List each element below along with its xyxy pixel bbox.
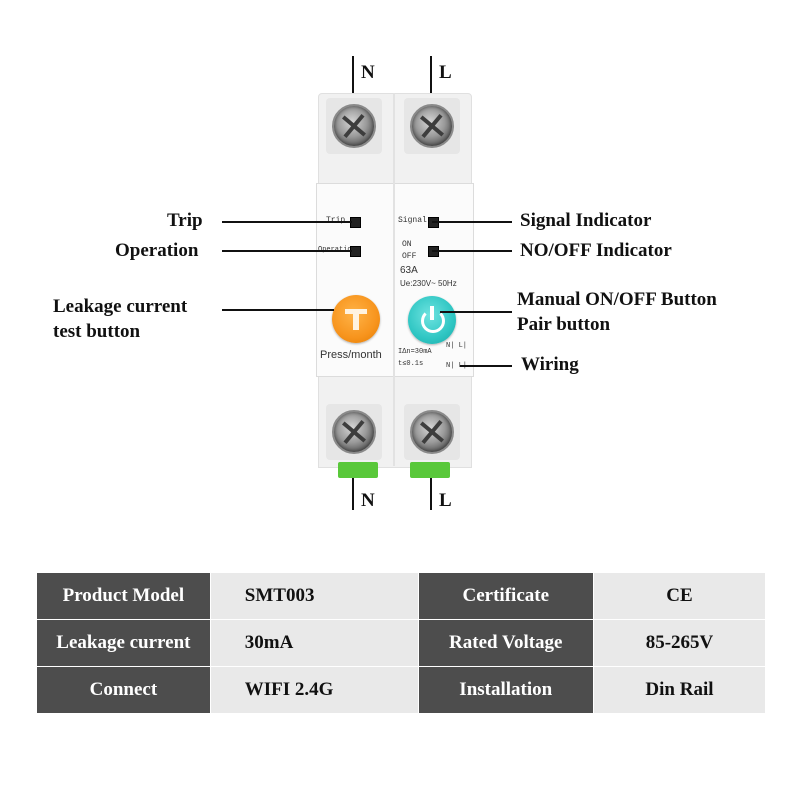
- device-voltage: Ue:230V~ 50Hz: [400, 279, 457, 288]
- leakage-leader: [222, 309, 334, 311]
- table-row: Product Model SMT003 Certificate CE: [36, 572, 767, 620]
- leakage-callout-line1: Leakage current: [53, 296, 188, 317]
- trip-callout: Trip: [167, 210, 203, 231]
- spec-value: SMT003: [209, 572, 419, 620]
- device-time-spec: t≤0.1s: [398, 360, 424, 368]
- device-rating: 63A: [400, 265, 418, 276]
- spec-key: Product Model: [36, 572, 211, 620]
- wiring-leader: [460, 365, 512, 367]
- spec-key: Connect: [36, 666, 211, 714]
- wiring-callout: Wiring: [521, 354, 579, 375]
- spec-table: Product Model SMT003 Certificate CE Leak…: [36, 572, 767, 714]
- top-right-screw-icon[interactable]: [410, 104, 454, 148]
- spec-key: Leakage current: [36, 619, 211, 667]
- manual-leader: [440, 311, 512, 313]
- spec-key: Installation: [417, 666, 594, 714]
- trip-led: [350, 217, 361, 228]
- operation-led: [350, 246, 361, 257]
- signal-leader: [432, 221, 512, 223]
- bottom-n-label: N: [361, 490, 375, 511]
- bottom-right-screw-icon[interactable]: [410, 410, 454, 454]
- pole-divider: [393, 93, 395, 466]
- table-row: Leakage current 30mA Rated Voltage 85-26…: [36, 619, 767, 667]
- top-n-label: N: [361, 62, 375, 83]
- leakage-test-button[interactable]: [332, 295, 380, 343]
- operation-callout: Operation: [115, 240, 199, 261]
- top-n-leader: [352, 56, 354, 128]
- device-press-label: Press/month: [320, 349, 382, 361]
- left-terminal-block: [338, 462, 378, 478]
- table-row: Connect WIFI 2.4G Installation Din Rail: [36, 666, 767, 714]
- signal-led: [428, 217, 439, 228]
- spec-value: CE: [592, 572, 767, 620]
- breaker-front-panel: [316, 183, 474, 377]
- onoff-callout: NO/OFF Indicator: [520, 240, 672, 261]
- spec-value: WIFI 2.4G: [209, 666, 419, 714]
- device-off-label: OFF: [402, 252, 417, 261]
- t-icon-stem: [353, 313, 359, 330]
- signal-callout: Signal Indicator: [520, 210, 652, 231]
- device-trip-label: Trip: [326, 216, 345, 225]
- operation-leader: [222, 250, 352, 252]
- spec-value: 30mA: [209, 619, 419, 667]
- leakage-callout-line2: test button: [53, 321, 141, 342]
- spec-value: 85-265V: [592, 619, 767, 667]
- bottom-l-label: L: [439, 490, 452, 511]
- bottom-left-screw-icon[interactable]: [332, 410, 376, 454]
- t-icon: [345, 309, 367, 314]
- onoff-leader: [432, 250, 512, 252]
- device-wiring-bottom: N| L|: [446, 362, 468, 370]
- top-left-screw-icon[interactable]: [332, 104, 376, 148]
- manual-callout: Manual ON/OFF Button: [517, 289, 717, 310]
- device-leak-spec: IΔn=30mA: [398, 348, 432, 356]
- device-wiring-top: N| L|: [446, 342, 468, 350]
- device-signal-label: Signal: [398, 216, 427, 225]
- spec-key: Rated Voltage: [417, 619, 594, 667]
- right-terminal-block: [410, 462, 450, 478]
- top-l-leader: [430, 56, 432, 128]
- power-icon: [421, 309, 445, 333]
- onoff-led: [428, 246, 439, 257]
- spec-value: Din Rail: [592, 666, 767, 714]
- device-on-label: ON: [402, 240, 412, 249]
- pair-callout: Pair button: [517, 314, 611, 335]
- top-l-label: L: [439, 62, 452, 83]
- power-icon-stem: [430, 306, 434, 320]
- trip-leader: [222, 221, 352, 223]
- power-onoff-button[interactable]: [408, 296, 456, 344]
- spec-key: Certificate: [417, 572, 594, 620]
